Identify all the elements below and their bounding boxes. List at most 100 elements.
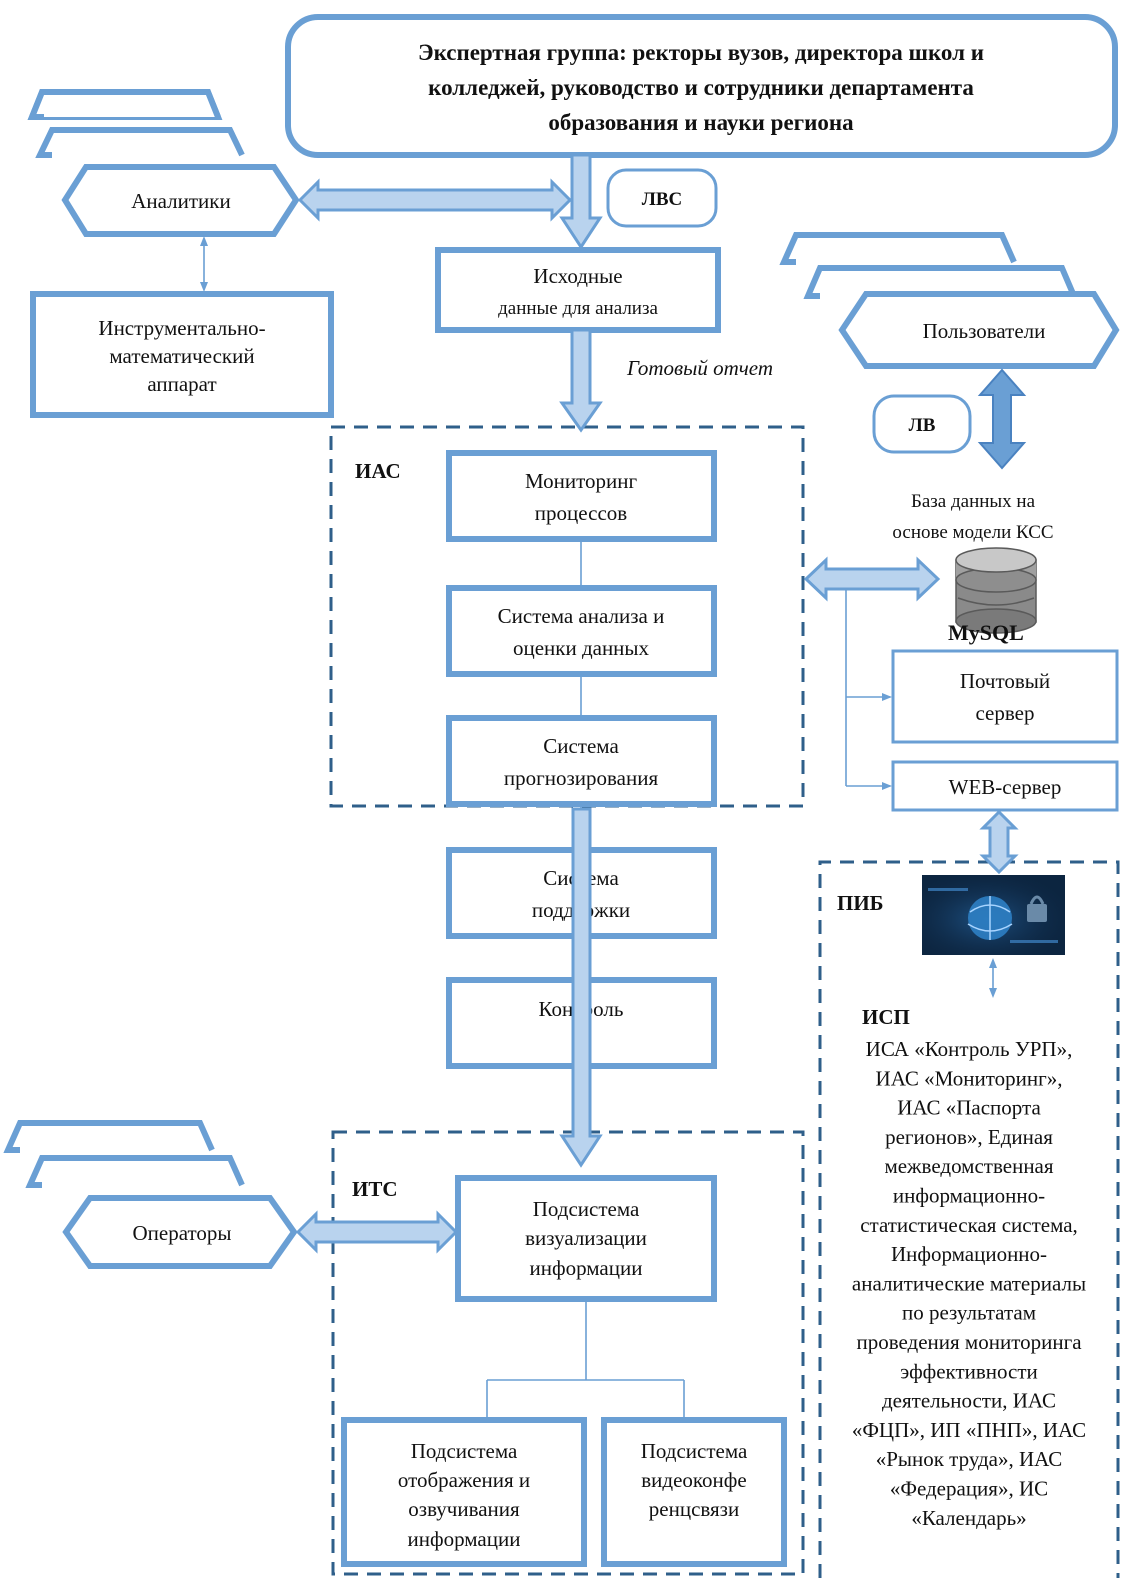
visualization-line-3: информации bbox=[530, 1256, 643, 1280]
users-hex-front bbox=[838, 291, 1120, 369]
isp-line: аналитические материалы bbox=[852, 1271, 1086, 1295]
ready-report-label: Готовый отчет bbox=[626, 356, 773, 380]
forecasting-box bbox=[446, 715, 717, 807]
mysql-database-icon: MySQL bbox=[948, 547, 1037, 645]
analysts-hex-back-outline bbox=[27, 89, 221, 120]
display-sub-line-3: озвучивания bbox=[408, 1497, 520, 1521]
pib-isp-arrowhead-up bbox=[989, 958, 997, 968]
monitoring-box bbox=[446, 450, 717, 542]
analysis-line-1: Система анализа и bbox=[498, 604, 665, 628]
users-stack bbox=[779, 232, 1120, 369]
arrowhead-down bbox=[200, 282, 208, 292]
pib-label: ПИБ bbox=[837, 891, 884, 915]
isp-line: «Рынок труда», ИАС bbox=[876, 1447, 1063, 1471]
isp-line: статистическая система, bbox=[860, 1213, 1078, 1237]
ias-database-double-arrow bbox=[803, 556, 941, 602]
isp-line: информационно- bbox=[893, 1184, 1045, 1208]
video-subsystem-box bbox=[601, 1417, 787, 1567]
mysql-logo-text: MySQL bbox=[948, 620, 1024, 645]
web-server-box bbox=[891, 760, 1119, 812]
users-database-double-arrow bbox=[977, 368, 1027, 470]
web-pib-double-arrow bbox=[979, 809, 1019, 875]
database-line-1: База данных на bbox=[911, 491, 1036, 512]
instrumental-line-1: Инструментально- bbox=[98, 316, 265, 340]
expert-to-source-arrow bbox=[559, 153, 603, 250]
display-sub-line-2: отображения и bbox=[398, 1468, 530, 1492]
its-label: ИТС bbox=[352, 1177, 398, 1201]
isp-line: «Календарь» bbox=[911, 1506, 1026, 1530]
globe-security-icon bbox=[922, 875, 1065, 955]
web-arrowhead bbox=[882, 782, 892, 790]
monitoring-line-2: процессов bbox=[535, 501, 627, 525]
web-server-label: WEB-сервер bbox=[949, 775, 1062, 799]
isp-line: «Федерация», ИС bbox=[890, 1477, 1048, 1501]
mail-arrowhead bbox=[882, 693, 892, 701]
its-container bbox=[331, 1130, 805, 1576]
analysts-stack bbox=[27, 89, 300, 237]
monitoring-line-1: Мониторинг bbox=[525, 469, 638, 493]
isp-line: эффективности bbox=[900, 1359, 1038, 1383]
users-hex-back bbox=[779, 232, 1017, 265]
ias-its-down-arrow bbox=[559, 807, 603, 1168]
lv-label: ЛВ bbox=[909, 415, 936, 436]
isp-line: деятельности, ИАС bbox=[882, 1389, 1056, 1413]
mail-server-box bbox=[891, 649, 1119, 744]
database-line-2: основе модели КСС bbox=[892, 522, 1053, 543]
arrowhead-up bbox=[200, 236, 208, 246]
users-label: Пользователи bbox=[923, 319, 1046, 343]
expert-group-line-1: Экспертная группа: ректоры вузов, директ… bbox=[418, 40, 984, 65]
forecasting-line-2: прогнозирования bbox=[504, 766, 659, 790]
video-sub-line-2: видеоконфе bbox=[641, 1468, 746, 1492]
expert-group-box bbox=[285, 14, 1118, 158]
display-sub-line-1: Подсистема bbox=[411, 1439, 518, 1463]
isp-text-block: ИСА «Контроль УРП», ИАС «Мониторинг», ИАС … bbox=[852, 1037, 1086, 1530]
analysis-line-2: оценки данных bbox=[513, 636, 650, 660]
lvs-label: ЛВС bbox=[642, 189, 683, 210]
source-data-line-2: данные для анализа bbox=[498, 298, 658, 319]
lv-badge bbox=[872, 394, 972, 454]
isp-container bbox=[818, 860, 1120, 1578]
isp-line: ИСА «Контроль УРП», bbox=[866, 1037, 1073, 1061]
display-sub-line-4: информации bbox=[408, 1527, 521, 1551]
visualization-line-1: Подсистема bbox=[533, 1197, 640, 1221]
instrumental-box bbox=[30, 291, 334, 418]
source-to-ias-arrow bbox=[559, 328, 603, 433]
instrumental-line-2: математический bbox=[109, 344, 254, 368]
operators-visualization-double-arrow bbox=[295, 1210, 459, 1254]
isp-line: регионов», Единая bbox=[885, 1125, 1053, 1149]
operators-hex-front bbox=[62, 1195, 298, 1269]
display-subsystem-box bbox=[341, 1417, 587, 1567]
mail-server-line-1: Почтовый bbox=[960, 669, 1050, 693]
isp-line: Информационно- bbox=[891, 1242, 1047, 1266]
analysis-box bbox=[446, 585, 717, 677]
video-sub-line-1: Подсистема bbox=[641, 1439, 748, 1463]
expert-group-line-2: колледжей, руководство и сотрудники депа… bbox=[428, 75, 974, 100]
visualization-line-2: визуализации bbox=[525, 1226, 647, 1250]
operators-hex-middle bbox=[25, 1155, 245, 1188]
isp-line: ИАС «Паспорта bbox=[897, 1096, 1041, 1120]
isp-line: межведомственная bbox=[884, 1154, 1053, 1178]
mail-server-line-2: сервер bbox=[975, 701, 1034, 725]
users-hex-middle bbox=[803, 265, 1077, 299]
analysts-hex-front bbox=[61, 164, 300, 237]
isp-label: ИСП bbox=[862, 1005, 910, 1029]
instrumental-line-3: аппарат bbox=[147, 372, 216, 396]
video-sub-line-3: ренцсвязи bbox=[649, 1497, 739, 1521]
operators-label: Операторы bbox=[132, 1221, 231, 1245]
isp-line: ИАС «Мониторинг», bbox=[876, 1066, 1063, 1090]
isp-line: «ФЦП», ИП «ПНП», ИАС bbox=[852, 1418, 1086, 1442]
operators-hex-back bbox=[3, 1120, 215, 1153]
ias-label: ИАС bbox=[355, 459, 401, 483]
source-data-line-1: Исходные bbox=[533, 264, 622, 288]
isp-line: проведения мониторинга bbox=[856, 1330, 1082, 1354]
analysts-expert-double-arrow bbox=[297, 178, 573, 222]
pib-isp-arrowhead-down bbox=[989, 988, 997, 998]
forecasting-line-1: Система bbox=[543, 734, 619, 758]
isp-line: по результатам bbox=[902, 1301, 1036, 1325]
lvs-badge bbox=[606, 168, 718, 228]
analysts-label: Аналитики bbox=[131, 189, 230, 213]
operators-stack bbox=[3, 1120, 298, 1269]
expert-group-line-3: образования и науки региона bbox=[548, 110, 854, 135]
analysts-hex-middle bbox=[35, 127, 245, 158]
